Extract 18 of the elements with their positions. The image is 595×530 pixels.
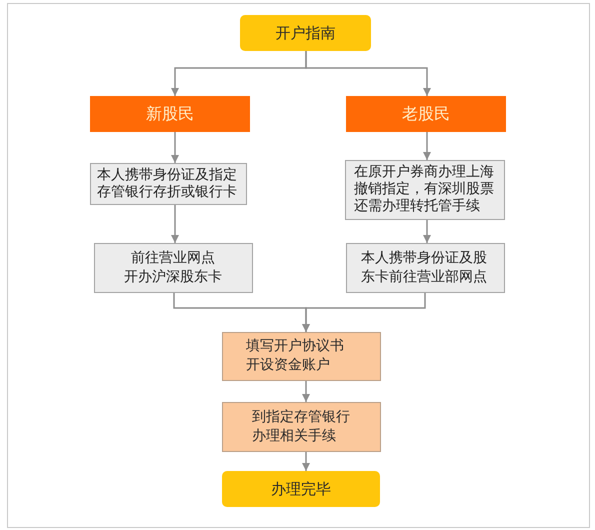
process-box: 到指定存管银行办理相关手续 [222, 402, 381, 452]
terminal-box: 办理完毕 [222, 471, 380, 507]
arrow [302, 381, 310, 402]
arrow [302, 452, 310, 471]
arrow [171, 205, 179, 243]
process-box: 在原开户券商办理上海撤销指定，有深圳股票还需办理转托管手续 [345, 160, 505, 220]
process-box: 前往营业网点开办沪深股东卡 [94, 243, 253, 293]
process-box: 填写开户协议书开设资金账户 [222, 332, 381, 381]
process-box: 本人携带身份证及指定存管银行存折或银行卡 [90, 163, 247, 205]
arrow [423, 220, 431, 243]
branch-box: 老股民 [346, 96, 506, 132]
terminal-box: 开户指南 [240, 15, 371, 51]
arrow [171, 132, 179, 163]
arrow [423, 132, 431, 160]
arrow [302, 293, 426, 332]
arrow [305, 51, 431, 96]
process-box: 本人携带身份证及股东卡前往营业部网点 [346, 243, 505, 293]
branch-box: 新股民 [90, 96, 250, 132]
